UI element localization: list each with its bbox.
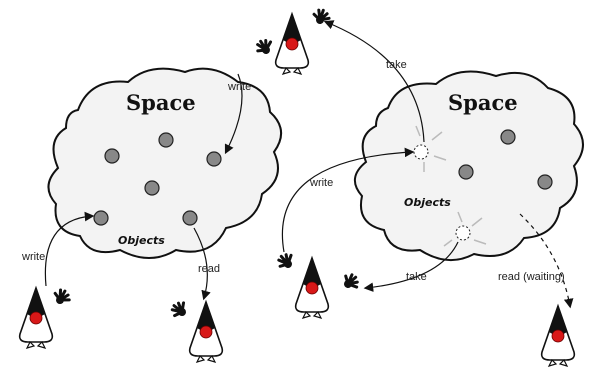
right-space-title: Space [448, 90, 518, 115]
left-object-5 [94, 211, 108, 225]
duke-bottom-left-icon [20, 287, 72, 348]
label-write-left: write [21, 251, 45, 263]
label-write-top: write [227, 81, 251, 93]
left-space-cloud: Space Objects [48, 69, 281, 258]
label-read-left: read [198, 263, 220, 275]
label-take-top: take [386, 59, 407, 71]
right-objects-label: Objects [404, 196, 451, 209]
left-object-1 [159, 133, 173, 147]
left-object-4 [145, 181, 159, 195]
label-read-waiting: read (waiting) [498, 271, 565, 283]
label-write-right: write [309, 177, 333, 189]
duke-bottom-right-center-icon [276, 252, 360, 318]
right-object-2 [459, 165, 473, 179]
duke-top-icon [255, 7, 331, 74]
right-space-cloud: Space Objects [355, 72, 583, 261]
taken-object-slot-2 [456, 226, 470, 240]
left-object-2 [105, 149, 119, 163]
right-object-3 [538, 175, 552, 189]
duke-bottom-center-icon [169, 300, 222, 362]
label-take-right: take [406, 271, 427, 283]
left-object-6 [183, 211, 197, 225]
left-objects-label: Objects [118, 234, 165, 247]
left-object-3 [207, 152, 221, 166]
right-object-1 [501, 130, 515, 144]
taken-object-slot-1 [414, 145, 428, 159]
duke-waiting-icon [542, 306, 575, 366]
left-space-title: Space [126, 90, 196, 115]
